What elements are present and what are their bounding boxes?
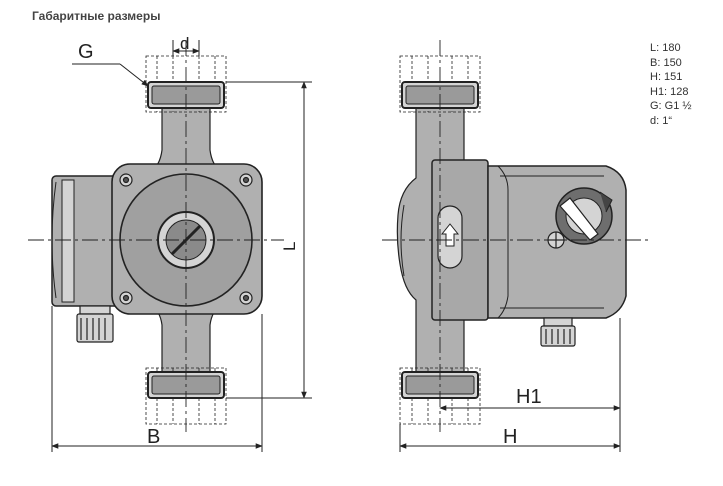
b-dimension — [51, 306, 263, 452]
spec-h1: H1: 128 — [650, 85, 689, 98]
flow-arrow-icon — [440, 223, 460, 247]
spec-g: G: G1 ½ — [650, 100, 692, 113]
front-cable-gland — [76, 305, 114, 343]
l-dimension — [226, 81, 312, 399]
spec-b: B: 150 — [650, 56, 682, 69]
side-cable-gland — [540, 317, 576, 347]
speed-switch-icon — [555, 187, 613, 245]
g-leader — [72, 63, 149, 87]
front-center-lines — [28, 40, 284, 432]
h-dimension — [399, 424, 621, 452]
d-dimension — [172, 40, 200, 56]
label-g: G — [78, 41, 94, 63]
label-b: B — [147, 426, 160, 448]
label-d: d — [180, 34, 189, 53]
spec-list: L: 180 B: 150 H: 151 H1: 128 G: G1 ½ d: … — [650, 41, 692, 129]
front-housing-bolts — [119, 173, 253, 305]
h1-dimension — [439, 318, 621, 452]
label-h: H — [503, 426, 517, 448]
side-center-lines — [382, 40, 648, 432]
page-title: Габаритные размеры — [32, 9, 161, 23]
label-l: L — [280, 242, 299, 251]
spec-h: H: 151 — [650, 71, 683, 84]
spec-l: L: 180 — [650, 42, 681, 54]
spec-d: d: 1“ — [650, 114, 673, 127]
label-h1: H1 — [516, 386, 542, 408]
